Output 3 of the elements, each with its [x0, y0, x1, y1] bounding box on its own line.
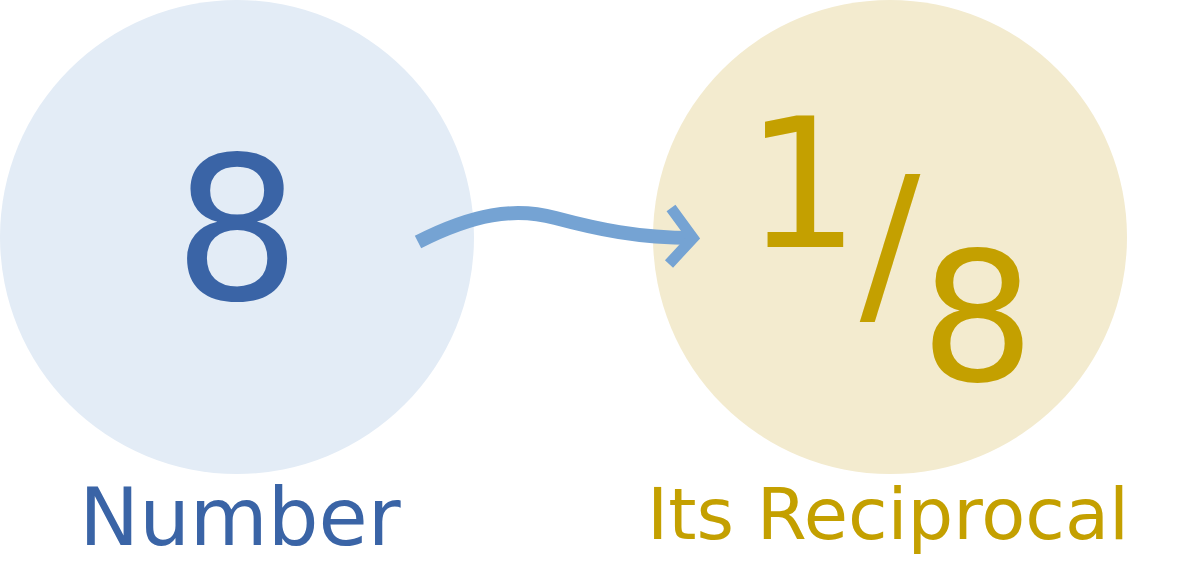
number-text: 8	[172, 130, 302, 330]
caption-text: Number	[78, 478, 402, 558]
wavy-arrow	[414, 202, 699, 270]
